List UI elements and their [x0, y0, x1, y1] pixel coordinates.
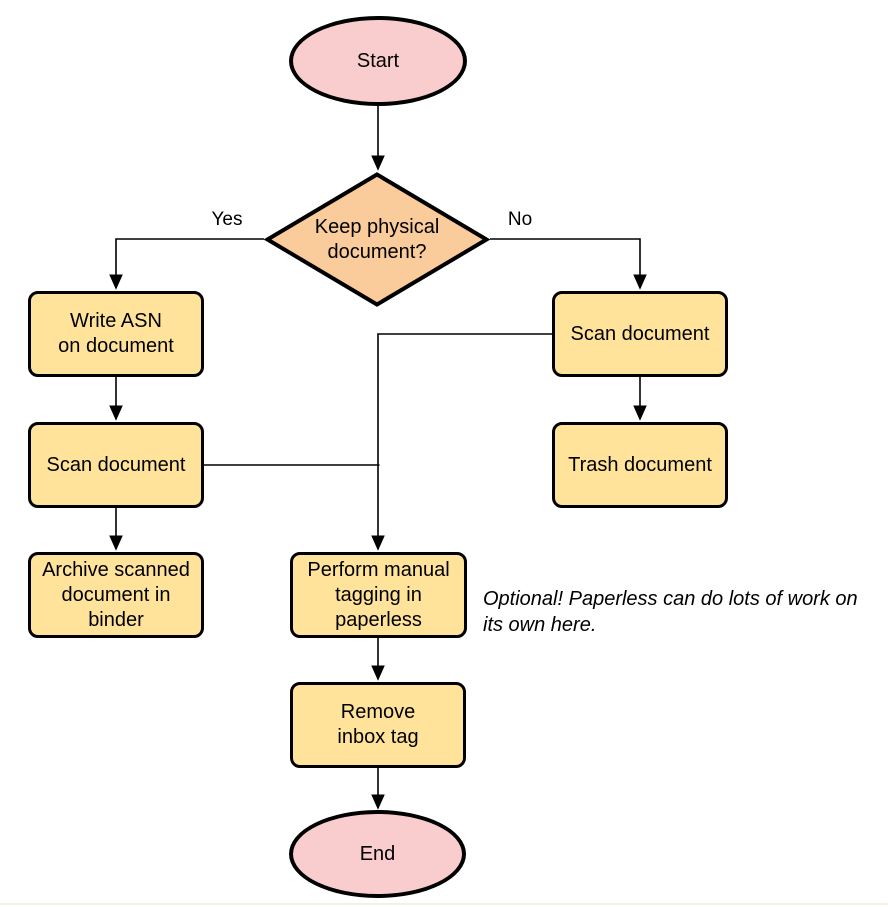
node-scan-document-right-label: Scan document	[570, 322, 710, 345]
edge-label-yes: Yes	[211, 209, 243, 230]
node-keep-physical-document-label: Keep physical document?	[314, 215, 440, 263]
node-scan-document-left: Scan document	[28, 422, 204, 508]
node-manual-tagging: Perform manual tagging in paperless	[290, 552, 467, 638]
node-trash-document-label: Trash document	[568, 453, 712, 476]
edge-scan-right-to-tagging	[371, 333, 552, 551]
node-end-label: End	[359, 842, 396, 865]
node-write-asn-label: Write ASN on document	[58, 310, 174, 357]
node-manual-tagging-label: Perform manual tagging in paperless	[307, 558, 450, 631]
node-scan-document-right: Scan document	[552, 291, 728, 377]
node-archive-scanned-label: Archive scanned document in binder	[42, 558, 190, 631]
node-start: Start	[289, 16, 467, 106]
node-keep-physical-document: Keep physical document?	[264, 172, 490, 307]
diamond-shape	[264, 172, 490, 307]
bottom-rule	[0, 903, 888, 905]
node-remove-inbox-tag: Remove inbox tag	[290, 682, 466, 768]
node-trash-document: Trash document	[552, 422, 728, 508]
node-write-asn: Write ASN on document	[28, 291, 204, 377]
node-remove-inbox-tag-label: Remove inbox tag	[337, 701, 419, 748]
annotation-optional-note: Optional! Paperless can do lots of work …	[483, 588, 858, 636]
node-start-label: Start	[356, 49, 400, 72]
node-archive-scanned: Archive scanned document in binder	[28, 552, 204, 638]
edge-decision-no-to-scan-right	[490, 238, 647, 290]
edge-label-no: No	[507, 209, 533, 230]
node-scan-document-left-label: Scan document	[46, 453, 186, 476]
node-end: End	[289, 810, 466, 898]
edge-decision-yes-to-write-asn	[109, 238, 264, 290]
